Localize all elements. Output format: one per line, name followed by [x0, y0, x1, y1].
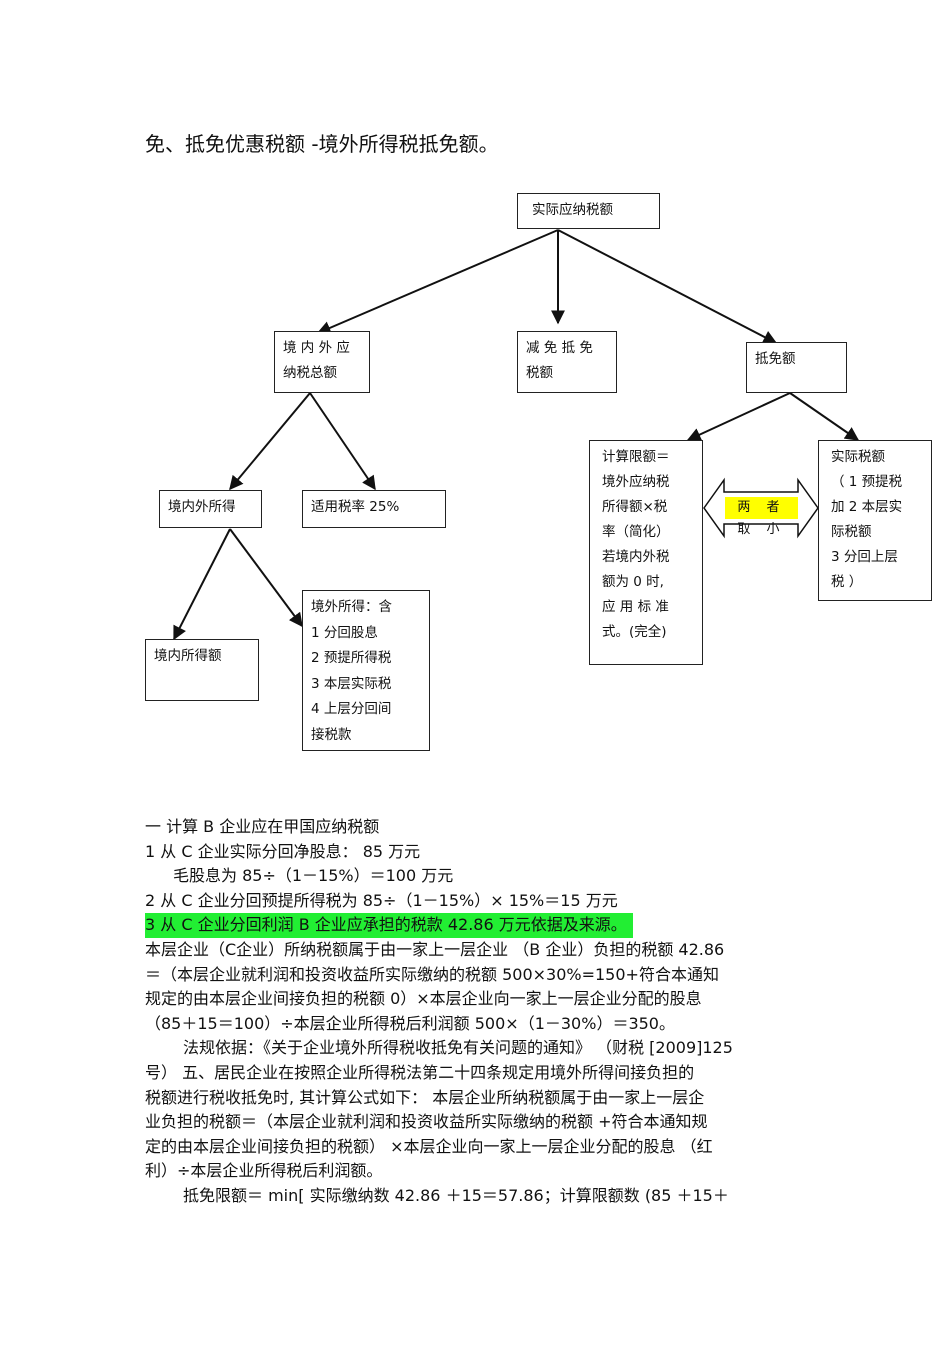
box-total-tax: 境 内 外 应 纳税总额 [274, 331, 370, 393]
box-credit-limit: 计算限额＝ 境外应纳税 所得额×税 率（简化） 若境内外税 额为 0 时, 应 … [589, 440, 703, 665]
box-domestic-income: 境内所得额 [145, 639, 259, 701]
line-2: 毛股息为 85÷（1－15%）＝100 万元 [173, 866, 454, 886]
arrow-credit-to-limit [686, 392, 791, 442]
paragraph-line: （85＋15＝100）÷本层企业所得税后利润额 500×（1－30%）＝350。 [145, 1013, 675, 1033]
paragraph-line: ＝（本层企业就利润和投资收益所实际缴纳的税额 500×30%=150+符合本通知 [145, 964, 719, 984]
arrow-root-to-credit [557, 229, 778, 344]
box-actual-tax-payable: 实际应纳税额 [517, 193, 660, 229]
line-3: 2 从 C 企业分回预提所得税为 85÷（1－15%）× 15%＝15 万元 [145, 890, 618, 910]
paragraph-line: 号） 五、居民企业在按照企业所得税法第二十四条规定用境外所得间接负担的 [145, 1062, 695, 1082]
box-foreign-income: 境外所得：含 1 分回股息 2 预提所得税 3 本层实际税 4 上层分回间 接税… [302, 590, 430, 751]
box-actual-tax: 实际税额 （ 1 预提税 加 2 本层实 际税额 3 分回上层 税 ） [818, 440, 932, 601]
paragraph-line: 抵免限额＝ min[ 实际缴纳数 42.86 ＋15＝57.86；计算限额数 (… [183, 1185, 729, 1205]
paragraph-line: 规定的由本层企业间接负担的税额 0）×本层企业向一家上一层企业分配的股息 [145, 989, 702, 1009]
section-title: 一 计算 B 企业应在甲国应纳税额 [145, 817, 380, 836]
paragraph-line: 定的由本层企业间接负担的税额） ×本层企业向一家上一层企业分配的股息 （红 [145, 1136, 713, 1156]
paragraph-line: 利）÷本层企业所得税后利润额。 [145, 1161, 383, 1181]
arrow-total-to-rate [309, 392, 376, 491]
line-1: 1 从 C 企业实际分回净股息： 85 万元 [145, 841, 421, 861]
box-tax-rate: 适用税率 25% [302, 490, 446, 528]
line-4-highlight: 3 从 C 企业分回利润 B 企业应承担的税款 42.86 万元依据及来源。 [145, 913, 815, 938]
paragraph-line: 法规依据：《关于企业境外所得税收抵免有关问题的通知》 （财税 [2009]125 [183, 1038, 733, 1058]
paragraph-line: 业负担的税额＝（本层企业就利润和投资收益所实际缴纳的税额 +符合本通知规 [145, 1112, 708, 1132]
box-total-income: 境内外所得 [159, 490, 262, 528]
paragraph-line: 税额进行税收抵免时, 其计算公式如下： 本层企业所纳税额属于由一家上一层企 [145, 1087, 705, 1107]
highlighted-text: 3 从 C 企业分回利润 B 企业应承担的税款 42.86 万元依据及来源。 [145, 913, 633, 938]
box-credit-amount: 抵免额 [746, 342, 847, 393]
body-text: 一 计算 B 企业应在甲国应纳税额 1 从 C 企业实际分回净股息： 85 万元… [145, 815, 815, 1209]
arrow-income-to-domestic [173, 528, 231, 641]
arrow-income-to-foreign [229, 528, 303, 628]
paragraph-line: 本层企业（C企业）所纳税额属于由一家上一层企业 （B 企业）负担的税额 42.8… [145, 939, 725, 959]
compare-take-smaller-label: 两 者 取 小 [725, 497, 798, 537]
box-reduction-tax: 减 免 抵 免 税额 [517, 331, 617, 393]
arrow-root-to-total [316, 229, 559, 335]
page-heading: 免、抵免优惠税额 -境外所得税抵免额。 [145, 132, 499, 156]
arrow-total-to-income [229, 392, 311, 491]
arrow-credit-to-actual [789, 392, 860, 441]
